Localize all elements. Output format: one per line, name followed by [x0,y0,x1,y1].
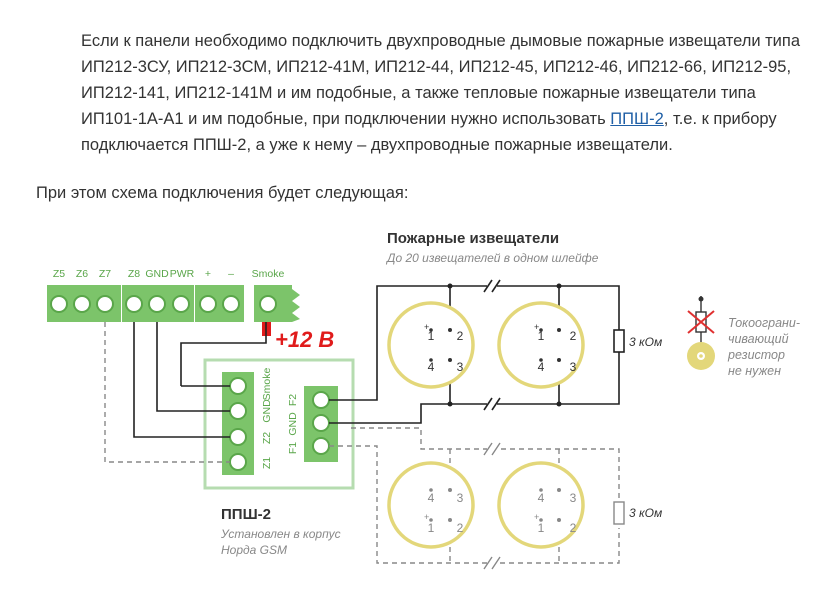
detector-3-terminal-2: 2 [457,521,464,535]
detector-1-ring [387,301,475,389]
resistor-inactive [613,501,625,525]
detector-2-terminal-3: 3 [570,360,577,374]
detector-4-terminal-4: 4 [538,491,545,505]
inactive-loop-top [351,427,620,502]
terminal-label-z6: Z6 [76,268,88,280]
detector-1-terminal-1: 1 [428,329,435,343]
terminal-label-minus: – [228,268,234,280]
detector-3-terminal-1: 1 [428,521,435,535]
ppsh2-label-gnd-out: GND [287,412,299,436]
detector-2-terminal-4: 4 [538,360,545,374]
detector-4: 4 3 1 2 [497,461,585,549]
wire-z7-to-z1-dashed [104,322,230,463]
detector-2-terminal-1: 1 [538,329,545,343]
terminal-screw-gnd [148,295,166,313]
panel-terminal-strip: Z5 Z6 Z7 Z8 GND PWR + – Smoke [47,268,300,322]
detector-1-terminal-2: 2 [457,329,464,343]
terminal-screw-z7 [96,295,114,313]
intro-text: При этом схема подключения будет следующ… [36,184,409,202]
wire-gnd-to-gnd [156,322,230,412]
terminal-block-smoke [254,285,300,322]
break-marks-top [483,279,501,411]
resistor-label-active: 3 кОм [629,335,662,349]
detector-1-terminal-3: 3 [457,360,464,374]
detector-3-ring [387,461,475,549]
detector-3-terminal-3: 3 [457,491,464,505]
detector-2-ring [497,301,585,389]
paragraph-text-after: , т.е. к прибору подключается ППШ-2, а у… [81,110,777,154]
inactive-loop-bottom [329,445,620,564]
resistor-label-inactive: 3 кОм [629,506,662,520]
detector-2-terminal-2: 2 [570,329,577,343]
detector-1-terminal-4: 4 [428,360,435,374]
terminal-screw-z6 [73,295,91,313]
detector-4-terminal-2: 2 [570,521,577,535]
svg-text:+: + [424,322,429,332]
ppsh2-terminal-z2 [229,428,247,446]
wire-z8-to-z2 [133,322,230,438]
ppsh2-label-z1: Z1 [261,457,273,469]
ppsh2-label-f1: F1 [287,442,299,454]
ppsh2-terminal-smoke [229,377,247,395]
svg-text:+: + [424,512,429,522]
terminal-screw-z8 [125,295,143,313]
terminal-label-z7: Z7 [99,268,111,280]
detectors-subtitle: До 20 извещателей в одном шлейфе [385,251,599,265]
ppsh2-terminal-gnd-out [312,414,330,432]
detector-3: 4 3 1 2 [387,461,475,549]
ppsh2-link[interactable]: ППШ-2 [610,110,664,128]
terminal-label-pwr: PWR [170,268,195,280]
note-line-4: не нужен [728,364,781,378]
resistor-active [613,329,625,353]
cross-out-mark-b [687,310,715,334]
detector-2: 1 2 4 3 [497,301,585,389]
wire-smoke-power [180,322,267,386]
terminal-screw-smoke [259,295,277,313]
terminal-screw-z5 [50,295,68,313]
ppsh2-note-line2: Норда GSM [221,543,287,557]
detectors-title: Пожарные извещатели [387,230,559,247]
terminal-screw-pwr [172,295,190,313]
detector-4-terminal-1: 1 [538,521,545,535]
terminal-label-gnd: GND [145,268,169,280]
detector-3-terminal-4: 4 [428,491,435,505]
detector-1: 1 2 4 3 [387,301,475,389]
loop-wire-bottom [329,352,620,424]
terminal-label-z8: Z8 [128,268,140,280]
panel-to-ppsh-wires [133,322,267,438]
svg-text:+: + [534,322,539,332]
ppsh2-label-f2: F2 [287,394,299,406]
paragraph-text-before: Если к панели необходимо подключить двух… [81,32,801,128]
break-gaps-top [487,283,497,407]
voltage-label: +12 В [275,327,334,352]
terminal-screw-plus [199,295,217,313]
note-line-1: Токоограни- [728,316,800,330]
terminal-label-z5: Z5 [53,268,65,280]
ppsh2-terminal-f1 [312,437,330,455]
svg-text:+: + [534,512,539,522]
ppsh2-label-z2: Z2 [261,432,273,444]
ppsh2-terminal-gnd [229,402,247,420]
terminal-screw-minus [222,295,240,313]
note-line-2: чивающий [728,332,789,346]
description-paragraph: Если к панели необходимо подключить двух… [81,28,811,158]
ppsh2-label-smoke: Smoke [261,368,273,401]
terminal-label-smoke: Smoke [252,268,285,280]
terminal-label-plus: + [205,268,211,280]
current-limit-note: Токоограни- чивающий резистор не нужен [687,296,800,378]
note-line-3: резистор [727,348,785,362]
ppsh2-terminal-f2 [312,391,330,409]
ppsh2-title: ППШ-2 [221,506,271,523]
wire-junctions [447,283,562,407]
detector-4-ring [497,461,585,549]
ppsh2-note-line1: Установлен в корпус [220,527,341,541]
ppsh2-terminal-z1 [229,453,247,471]
ppsh2-label-gnd: GND [261,399,273,423]
loop-wire-top [329,285,620,401]
detector-4-terminal-3: 3 [570,491,577,505]
break-marks-bottom [483,442,501,570]
